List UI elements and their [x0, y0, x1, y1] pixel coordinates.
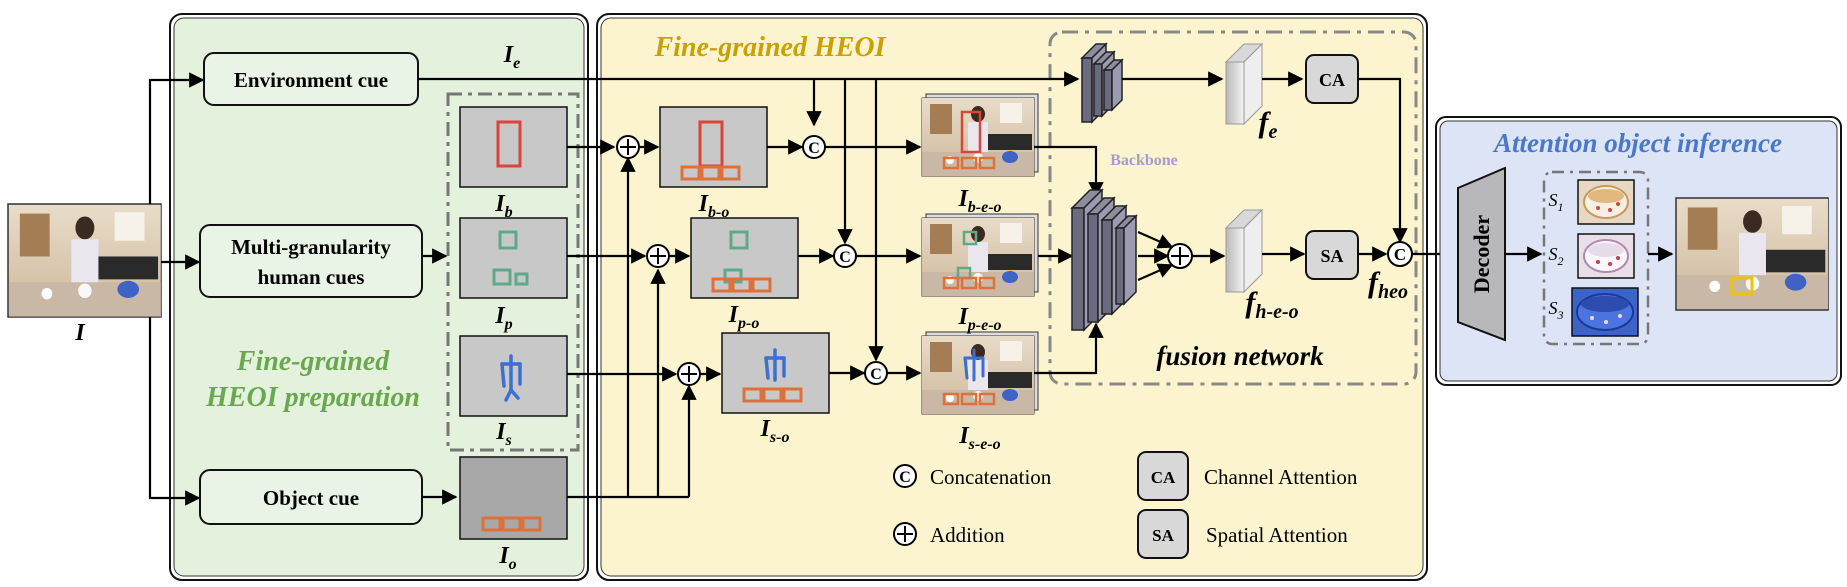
add-op-2 [646, 244, 670, 268]
object-feed-lines [567, 156, 697, 499]
environment-cue-label: Environment cue [234, 68, 388, 92]
svg-text:C: C [1394, 245, 1406, 264]
label-is: Is [495, 419, 512, 449]
candidate-s3-image [1571, 287, 1639, 337]
image-iseo [921, 331, 1039, 415]
concat-op-2: C [833, 244, 857, 268]
input-label: I [74, 320, 86, 346]
label-ibeo: Ib-e-o [957, 186, 1001, 216]
fusion-network-region [1048, 30, 1418, 386]
label-s2: S2 [1549, 244, 1564, 268]
legend-sa-label: Spatial Attention [1206, 523, 1348, 547]
legend-concat-label: Concatenation [930, 465, 1052, 489]
concat-op-3: C [864, 361, 888, 385]
decoder-label: Decoder [1469, 215, 1494, 293]
backbone-top [1080, 42, 1124, 124]
concat-op-final: C [1387, 241, 1413, 267]
add-to-combined-arrows [639, 139, 722, 382]
legend-sa-box [1137, 509, 1189, 559]
label-io: Io [498, 543, 516, 573]
decoder-block [1457, 166, 1506, 342]
legend-ca-label: Channel Attention [1204, 465, 1358, 489]
feature-map-fheo [1224, 208, 1264, 294]
heoi-panel-title: Fine-grained HEOI [653, 32, 886, 63]
legend-ca-box [1137, 451, 1189, 501]
image-iso [721, 332, 830, 414]
input-image [7, 203, 162, 318]
add-op-fusion [1167, 243, 1193, 269]
legend-sa-abbrev: SA [1152, 526, 1174, 545]
label-ibo: Ib-o [698, 191, 730, 221]
label-iseo: Is-e-o [958, 423, 1000, 453]
label-s3: S3 [1549, 298, 1564, 322]
sa-label: SA [1320, 246, 1343, 266]
image-ip [459, 217, 568, 299]
human-cues-label-line2: human cues [258, 265, 365, 289]
label-s1: S1 [1549, 190, 1564, 214]
image-ipo [690, 217, 799, 299]
output-image [1675, 197, 1829, 311]
prep-to-add-arrows [567, 139, 678, 382]
image-io [459, 456, 568, 540]
scene-to-backbone-arrows [1034, 145, 1104, 375]
feature-map-fe [1224, 42, 1264, 126]
human-cues-box [199, 224, 423, 298]
heoi-panel-outer [596, 13, 1428, 581]
prep-title-line2: HEOI preparation [205, 382, 420, 413]
svg-text:C: C [899, 469, 911, 486]
human-cues-label-line1: Multi-granularity [231, 235, 391, 259]
concat-to-scene-arrows [825, 139, 922, 381]
human-cues-group [446, 92, 580, 452]
input-arrows [148, 72, 205, 506]
legend-add-label: Addition [930, 523, 1005, 547]
heoi-panel [600, 17, 1424, 577]
image-ib [459, 106, 568, 188]
label-ip: Ip [494, 303, 512, 333]
ca-to-concat-arrow [1358, 77, 1408, 244]
legend: C Concatenation Addition CA Channel Atte… [893, 451, 1358, 559]
label-ipeo: Ip-e-o [957, 304, 1001, 334]
label-ie: Ie [503, 42, 520, 72]
concat-op-1: C [802, 135, 826, 159]
object-cue-label: Object cue [263, 486, 359, 510]
add-op-3 [677, 362, 701, 386]
combined-to-concat-arrows [767, 139, 866, 381]
legend-concat-symbol: C [893, 464, 917, 488]
candidate-s1-image [1577, 179, 1635, 225]
label-fe: fe [1259, 106, 1278, 143]
image-ibeo [921, 93, 1039, 177]
svg-text:C: C [808, 140, 820, 157]
label-fheo: fheo [1368, 266, 1408, 303]
legend-ca-abbrev: CA [1151, 468, 1176, 487]
fusion-network-label: fusion network [1156, 341, 1324, 371]
legend-add-symbol [893, 522, 917, 546]
label-ib: Ib [494, 191, 512, 221]
prep-title-line1: Fine-grained [236, 346, 390, 377]
inference-panel-title: Attention object inference [1492, 128, 1782, 158]
environment-flow [418, 71, 1080, 362]
inference-panel-outer [1435, 116, 1842, 386]
label-iso: Is-o [760, 416, 790, 446]
candidate-s2-image [1577, 233, 1635, 279]
image-ibo [659, 106, 768, 188]
inference-panel [1439, 120, 1838, 382]
backbone-to-add-arrows [1137, 230, 1174, 282]
svg-text:C: C [839, 249, 851, 266]
image-ipeo [921, 213, 1039, 297]
backbone-label: Backbone [1110, 152, 1178, 169]
prep-panel-outer [169, 13, 589, 581]
backbone-bottom [1070, 188, 1138, 332]
image-is [459, 335, 568, 417]
ca-label: CA [1319, 70, 1345, 90]
label-fheo-feat: fh-e-o [1245, 286, 1298, 323]
label-ipo: Ip-o [728, 302, 760, 332]
svg-text:C: C [870, 366, 882, 383]
add-op-1 [616, 135, 640, 159]
